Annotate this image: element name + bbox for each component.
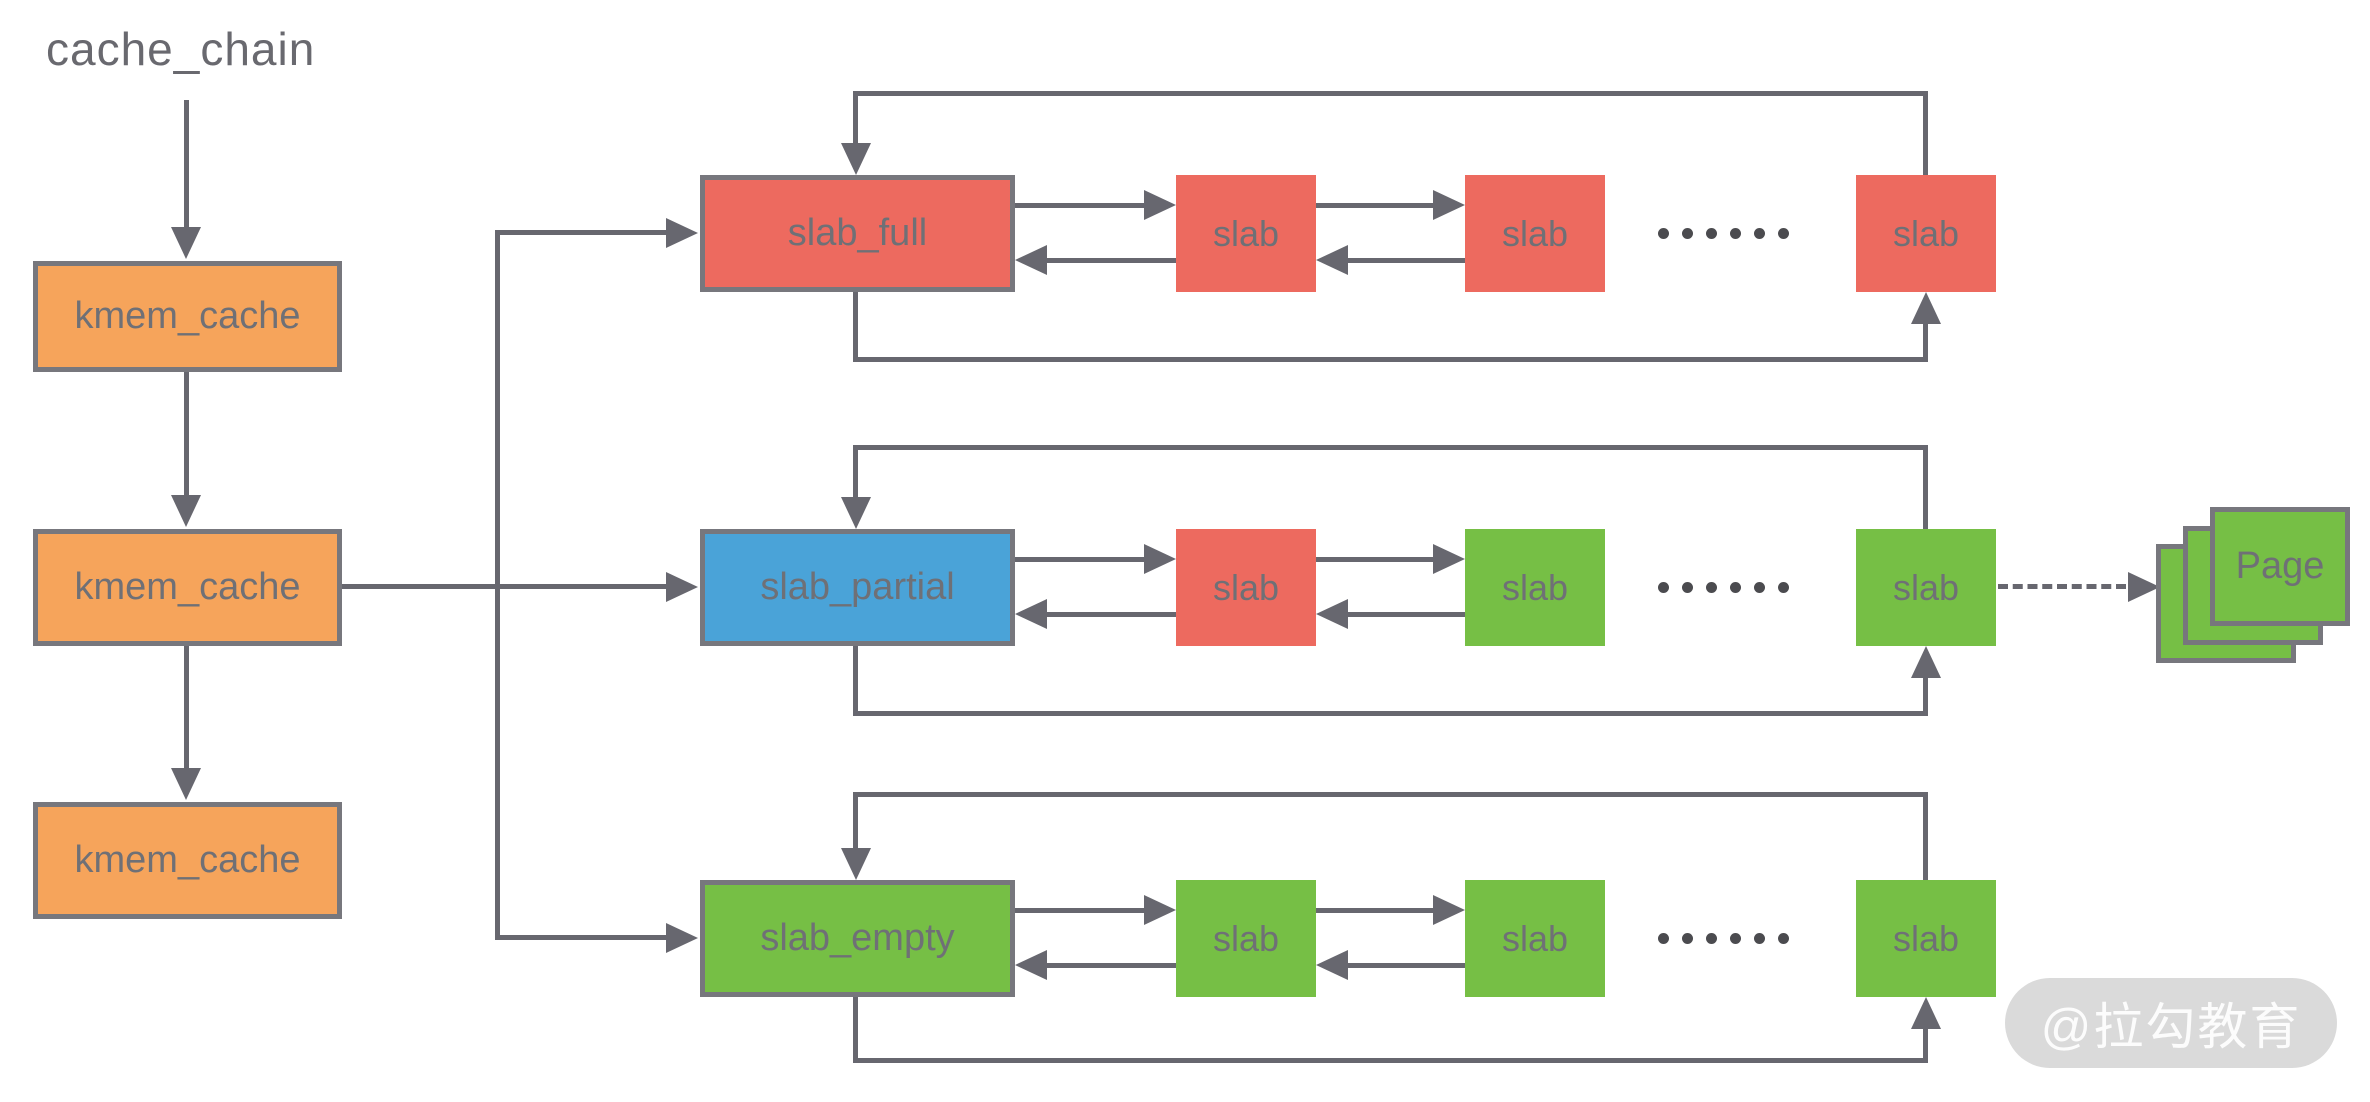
next-link-line [1316,203,1433,208]
arrow-up-icon [1911,646,1941,678]
slab-label: slab [1892,917,1960,959]
loop-bottom-left-line [853,997,858,1063]
arrow-right-icon [666,218,698,248]
arrow-down-icon [841,497,871,529]
arrow-down-icon [841,848,871,880]
slab-label: slab [1892,566,1960,608]
loop-bottom-left-line [853,292,858,362]
loop-bottom-right-line [1923,322,1928,362]
page-card-front: Page [2210,507,2350,626]
loop-bottom-right-line [1923,1027,1928,1063]
kmem-cache-box-2: kmem_cache [33,529,342,646]
loop-top-line [853,445,1928,450]
next-link-line [1015,203,1144,208]
loop-bottom-left-line [853,646,858,716]
slab-full-label: slab_full [787,212,928,254]
kmem-chain-arrow-line [184,372,189,498]
arrow-down-icon [171,227,201,259]
arrow-right-icon [2128,572,2160,602]
slab-label: slab [1501,917,1569,959]
cache-chain-label: cache_chain [46,23,316,75]
loop-top-right-line [1923,91,1928,175]
arrow-right-icon [666,923,698,953]
slab-full-box: slab_full [700,175,1015,292]
arrow-right-icon [1433,895,1465,925]
slab-label: slab [1212,917,1280,959]
arrow-left-icon [1316,950,1348,980]
slab-node: slab [1856,529,1996,646]
prev-link-line [1348,258,1465,263]
kmem-chain-arrow-line [184,646,189,771]
next-link-line [1015,908,1144,913]
slab-node: slab [1856,880,1996,997]
kmem-cache-label: kmem_cache [74,295,301,337]
slab-node: slab [1465,529,1605,646]
slab-empty-box: slab_empty [700,880,1015,997]
arrow-up-icon [1911,292,1941,324]
arrow-left-icon [1015,599,1047,629]
slab-partial-label: slab_partial [760,566,955,608]
prev-link-line [1348,963,1465,968]
arrow-right-icon [1144,190,1176,220]
loop-top-left-line [853,792,858,848]
arrow-left-icon [1316,245,1348,275]
watermark-badge: @拉勾教育 [2005,978,2337,1068]
loop-bottom-line [853,357,1928,362]
loop-top-left-line [853,91,858,145]
prev-link-line [1047,963,1176,968]
arrow-right-icon [1144,544,1176,574]
kmem-cache-box-1: kmem_cache [33,261,342,372]
arrow-down-icon [841,143,871,175]
arrow-right-icon [666,572,698,602]
loop-top-right-line [1923,792,1928,880]
slab-node: slab [1465,175,1605,292]
arrow-left-icon [1015,950,1047,980]
kmem-cache-label: kmem_cache [74,839,301,881]
loop-bottom-right-line [1923,676,1928,716]
arrow-down-icon [171,768,201,800]
slab-node: slab [1176,529,1316,646]
arrow-down-icon [171,495,201,527]
page-link-dashed-line [1998,584,2126,589]
prev-link-line [1047,612,1176,617]
slab-label: slab [1501,566,1569,608]
watermark-text: @拉勾教育 [2040,999,2302,1055]
arrow-left-icon [1015,245,1047,275]
loop-bottom-line [853,1058,1928,1063]
slab-node: slab [1176,880,1316,997]
next-link-line [1015,557,1144,562]
slab-label: slab [1212,212,1280,254]
prev-link-line [1047,258,1176,263]
kmem-cache-label: kmem_cache [74,566,301,608]
kmem-cache-box-3: kmem_cache [33,802,342,919]
slab-partial-box: slab_partial [700,529,1015,646]
branch-to-full-line [495,230,666,235]
arrow-left-icon [1316,599,1348,629]
slab-label: slab [1501,212,1569,254]
arrow-right-icon [1433,190,1465,220]
loop-top-line [853,91,1928,96]
branch-horizontal-line [342,584,666,589]
branch-vertical-line [495,230,500,940]
loop-bottom-line [853,711,1928,716]
page-label: Page [2235,545,2325,587]
slab-node: slab [1856,175,1996,292]
slab-label: slab [1892,212,1960,254]
cache-chain-arrow-line [184,100,189,230]
arrow-up-icon [1911,997,1941,1029]
loop-top-line [853,792,1928,797]
slab-empty-label: slab_empty [760,917,955,959]
arrow-right-icon [1144,895,1176,925]
slab-node: slab [1465,880,1605,997]
loop-top-left-line [853,445,858,499]
loop-top-right-line [1923,445,1928,529]
slab-node: slab [1176,175,1316,292]
prev-link-line [1348,612,1465,617]
slab-label: slab [1212,566,1280,608]
next-link-line [1316,908,1433,913]
branch-to-empty-line [495,935,666,940]
next-link-line [1316,557,1433,562]
arrow-right-icon [1433,544,1465,574]
